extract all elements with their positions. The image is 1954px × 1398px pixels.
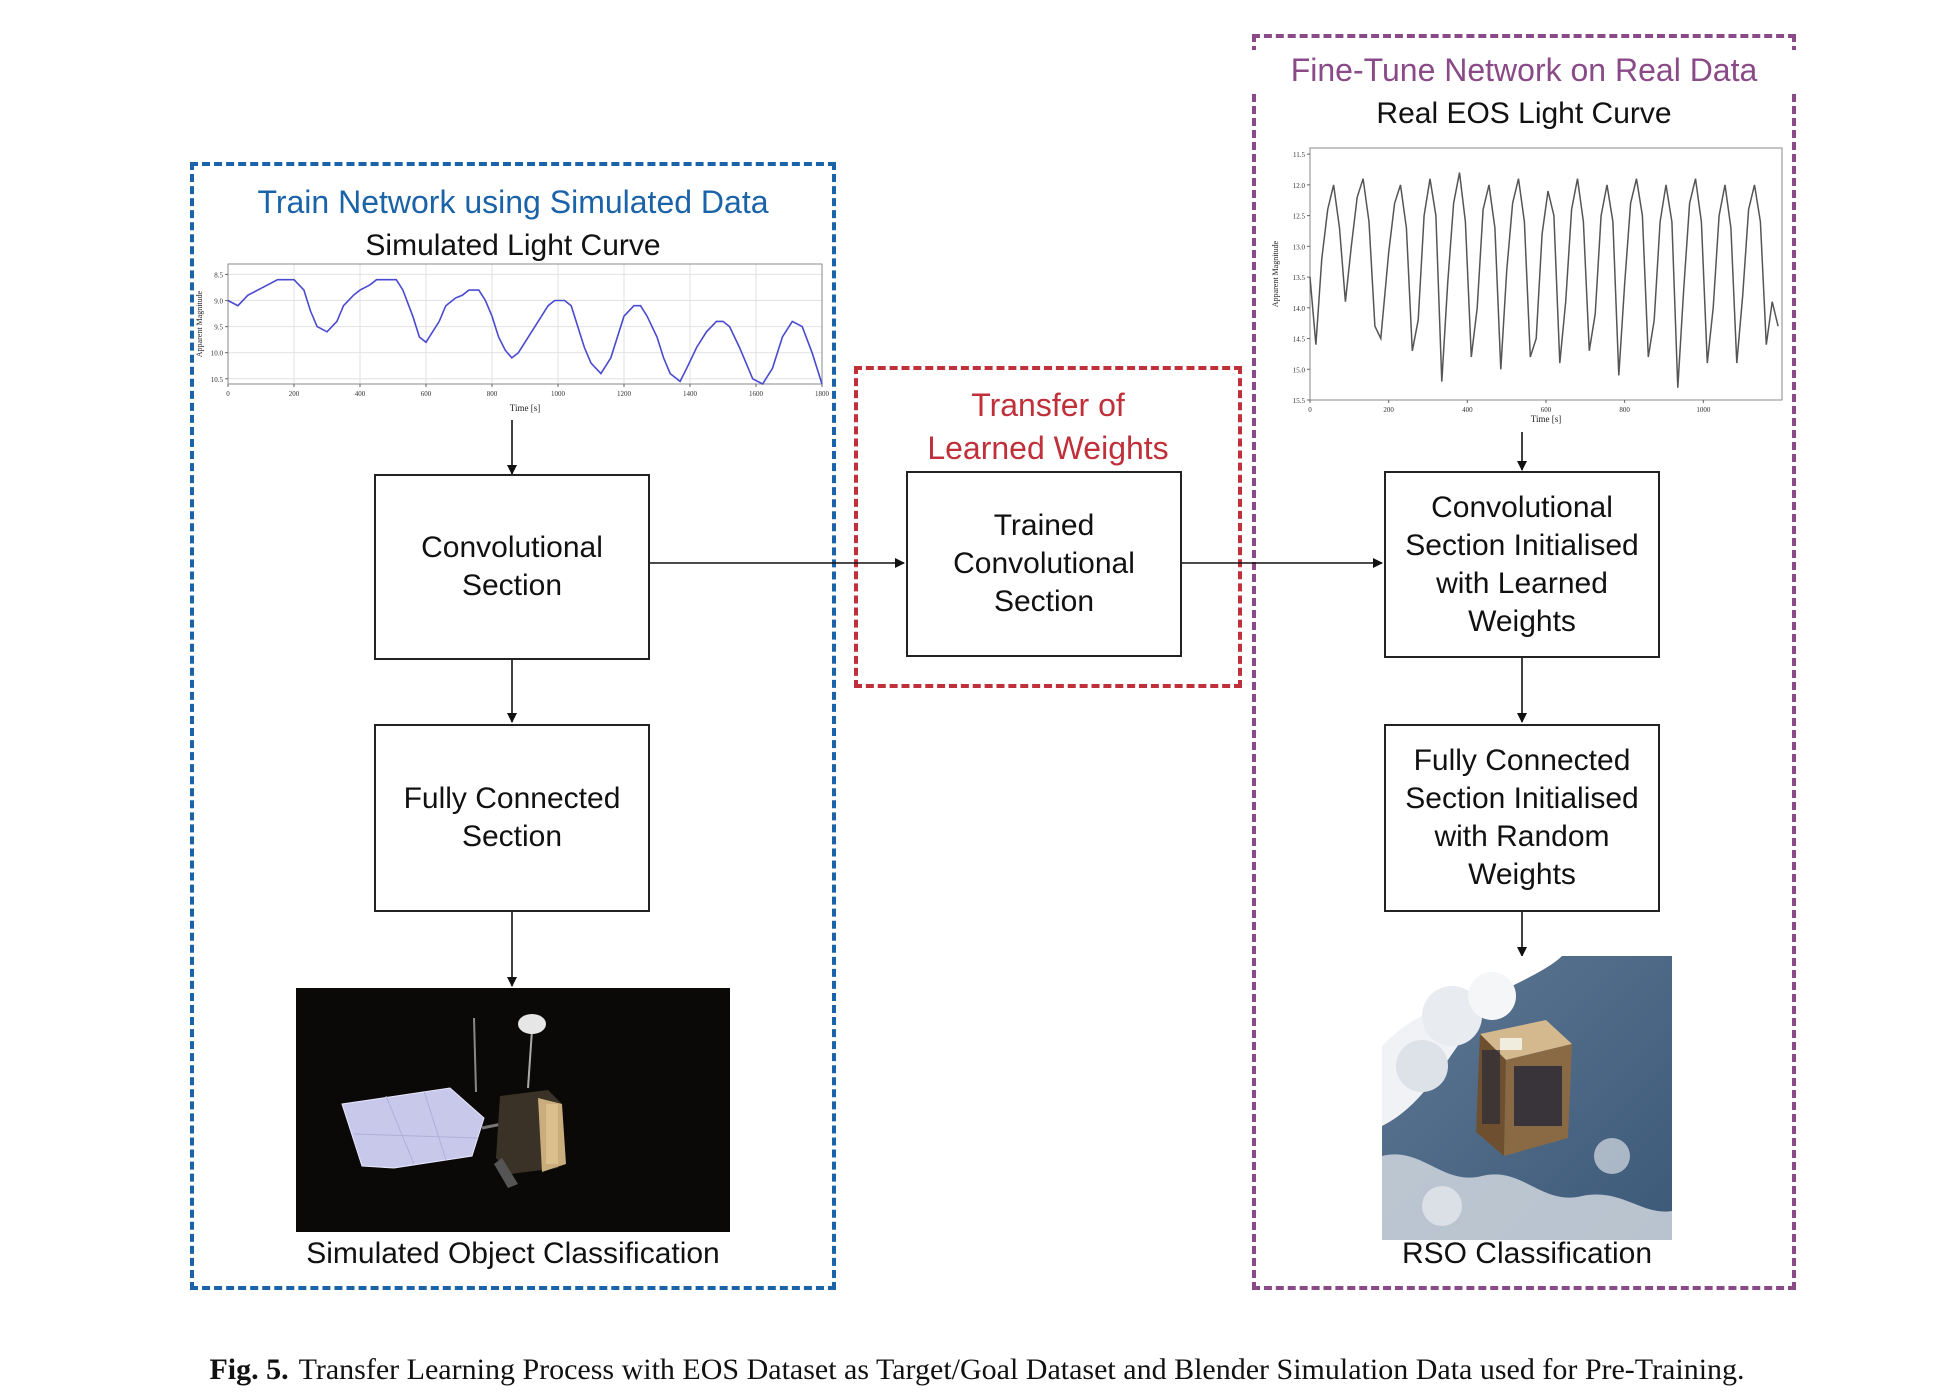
y-tick-label: 14.0 (1293, 305, 1306, 313)
convolutional-section-label: Convolutional Section (421, 531, 603, 602)
y-tick-label: 10.5 (211, 376, 224, 384)
x-tick-label: 600 (1541, 406, 1552, 414)
sim-x-ticks: 0 200 400 600 800 1000 1200 1400 1600 1800 (226, 384, 830, 398)
real-chart-title: Real EOS Light Curve (1376, 97, 1672, 130)
simulated-object-classification: Simulated Object Classification (306, 1237, 720, 1270)
simulated-satellite-image (296, 988, 730, 1232)
rso-satellite-photo (1382, 956, 1672, 1240)
x-tick-label: 1200 (617, 390, 632, 398)
y-tick-label: 8.5 (214, 271, 223, 279)
transfer-weights-container (854, 366, 1242, 688)
conv-learned-weights-label: Convolutional Section Initialised with L… (1405, 490, 1639, 638)
convolutional-section-box: Convolutional Section (374, 474, 650, 660)
y-tick-label: 15.0 (1293, 366, 1306, 374)
fc-random-weights-box: Fully Connected Section Initialised with… (1384, 724, 1660, 912)
real-x-axis-label: Time [s] (1531, 414, 1561, 424)
y-tick-label: 9.0 (214, 298, 223, 306)
sim-x-axis-label: Time [s] (510, 403, 540, 413)
y-tick-label: 12.5 (1293, 213, 1306, 221)
real-y-axis-label: Apparent Magnitude (1271, 240, 1280, 307)
x-tick-label: 1000 (551, 390, 566, 398)
x-tick-label: 400 (355, 390, 366, 398)
x-tick-label: 800 (487, 390, 498, 398)
x-tick-label: 1800 (815, 390, 830, 398)
trained-convolutional-label: Trained Convolutional Section (953, 509, 1135, 618)
y-tick-label: 15.5 (1293, 397, 1306, 405)
x-tick-label: 800 (1619, 406, 1630, 414)
x-tick-label: 200 (289, 390, 300, 398)
figure-label: Fig. 5. (209, 1353, 289, 1386)
x-tick-label: 0 (1308, 406, 1312, 414)
x-tick-label: 200 (1383, 406, 1394, 414)
simulated-training-title: Train Network using Simulated Data (257, 184, 769, 220)
y-tick-label: 12.0 (1293, 182, 1306, 190)
x-tick-label: 600 (421, 390, 432, 398)
sim-plot-frame (227, 263, 823, 385)
x-tick-label: 1600 (749, 390, 764, 398)
figure-caption: Fig. 5. Transfer Learning Process with EO… (0, 1352, 1954, 1388)
sim-y-ticks: 8.5 9.0 9.5 10.0 10.5 (211, 271, 228, 384)
real-y-ticks: 11.5 12.0 12.5 13.0 13.5 14.0 14.5 15.0 15.5 (1293, 151, 1310, 405)
x-tick-label: 0 (226, 390, 230, 398)
sim-series-line (227, 278, 823, 386)
transfer-title-line2: Learned Weights (927, 430, 1169, 466)
y-tick-label: 13.0 (1293, 243, 1306, 251)
transfer-title-line1: Transfer of (971, 387, 1125, 423)
fully-connected-section-box: Fully Connected Section (374, 724, 650, 912)
fine-tune-title: Fine-Tune Network on Real Data (1252, 50, 1796, 90)
y-tick-label: 10.0 (211, 350, 224, 358)
rso-classification: RSO Classification (1401, 1237, 1653, 1270)
conv-learned-weights-box: Convolutional Section Initialised with L… (1384, 471, 1660, 658)
fc-random-weights-label: Fully Connected Section Initialised with… (1405, 744, 1639, 891)
fine-tune-container (1252, 34, 1796, 1290)
y-tick-label: 13.5 (1293, 274, 1306, 282)
real-series-line (1309, 172, 1779, 388)
simulated-chart-title: Simulated Light Curve (365, 229, 661, 262)
x-tick-label: 1400 (683, 390, 698, 398)
simulated-light-curve-chart: 8.5 9.0 9.5 10.0 10.5 0 200 400 600 800 1000 1200 1… (195, 263, 830, 413)
trained-convolutional-box: Trained Convolutional Section (906, 471, 1182, 657)
simulated-training-container (190, 162, 836, 1290)
figure-caption-text: Transfer Learning Process with EOS Datas… (298, 1353, 1745, 1386)
x-tick-label: 1000 (1696, 406, 1711, 414)
real-x-ticks: 0 200 400 600 800 1000 (1308, 400, 1711, 414)
y-tick-label: 14.5 (1293, 336, 1306, 344)
real-light-curve-chart: 11.5 12.0 12.5 13.0 13.5 14.0 14.5 15.0 15.5 0 20… (1271, 147, 1783, 424)
y-tick-label: 11.5 (1293, 151, 1305, 159)
x-tick-label: 400 (1462, 406, 1473, 414)
fully-connected-section-label: Fully Connected Section (403, 782, 621, 853)
sim-y-axis-label: Apparent Magnitude (195, 290, 204, 357)
y-tick-label: 9.5 (214, 324, 223, 332)
